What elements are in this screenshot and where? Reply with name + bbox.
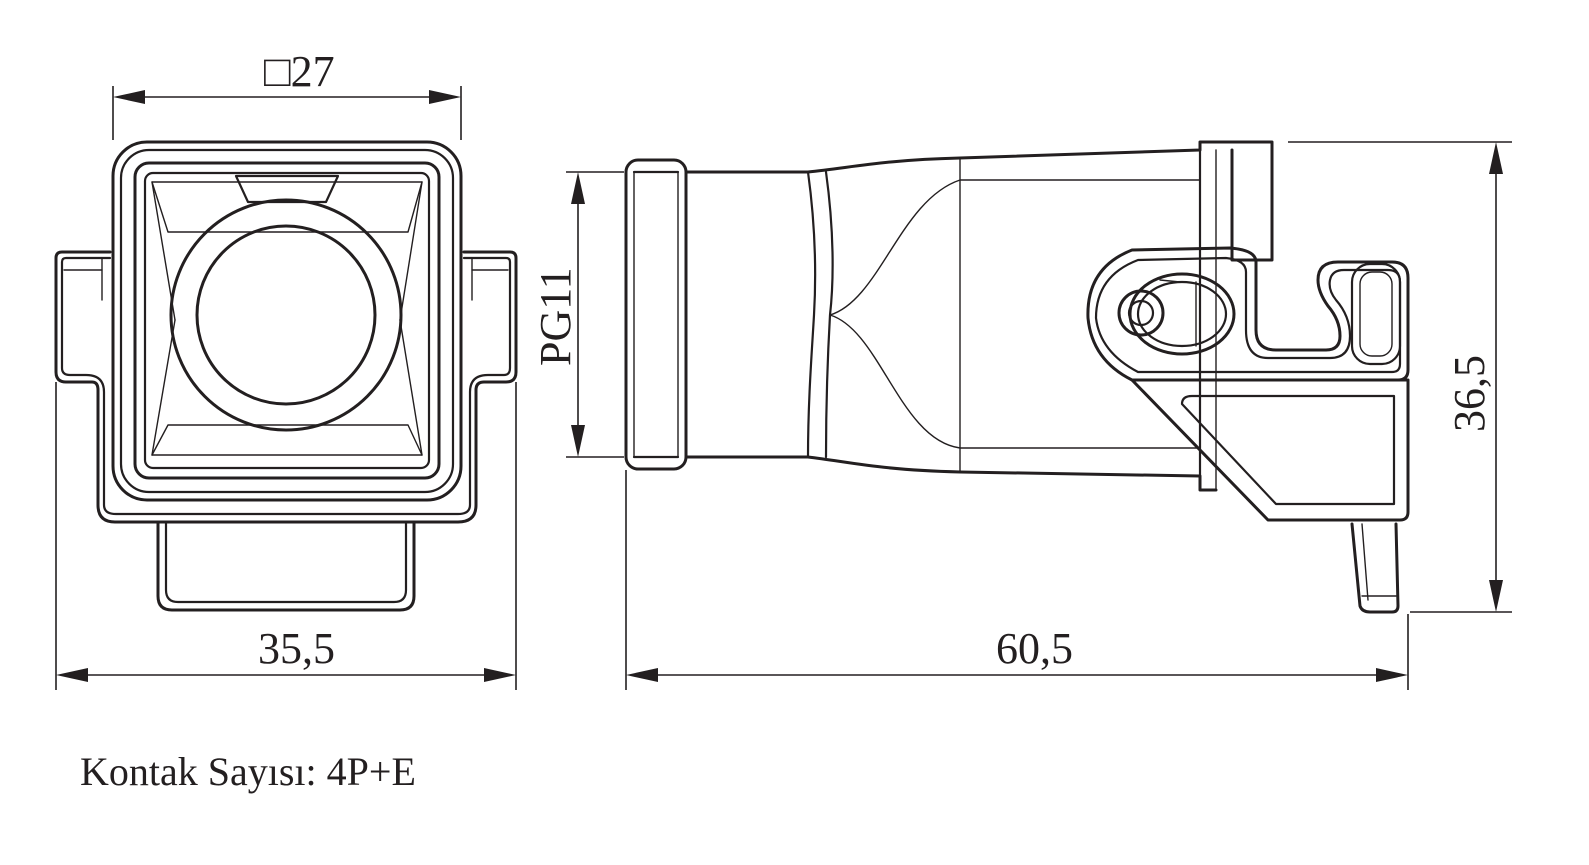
dimension-gland: PG11 — [531, 171, 624, 458]
dimension-length-side: 60,5 — [625, 470, 1409, 690]
dim-gland-label: PG11 — [531, 267, 580, 366]
dim-square-top-label: □27 — [264, 47, 335, 96]
contact-count-caption: Kontak Sayısı: 4P+E — [80, 749, 416, 794]
side-view — [624, 140, 1410, 614]
dim-length-side-label: 60,5 — [996, 624, 1073, 673]
front-view — [54, 140, 518, 612]
dimension-square-top: □27 — [112, 47, 462, 140]
dimension-height-side: 36,5 — [1288, 141, 1512, 613]
dim-height-side-label: 36,5 — [1445, 355, 1494, 432]
dimension-width-front: 35,5 — [55, 382, 517, 690]
dim-width-front-label: 35,5 — [258, 624, 335, 673]
